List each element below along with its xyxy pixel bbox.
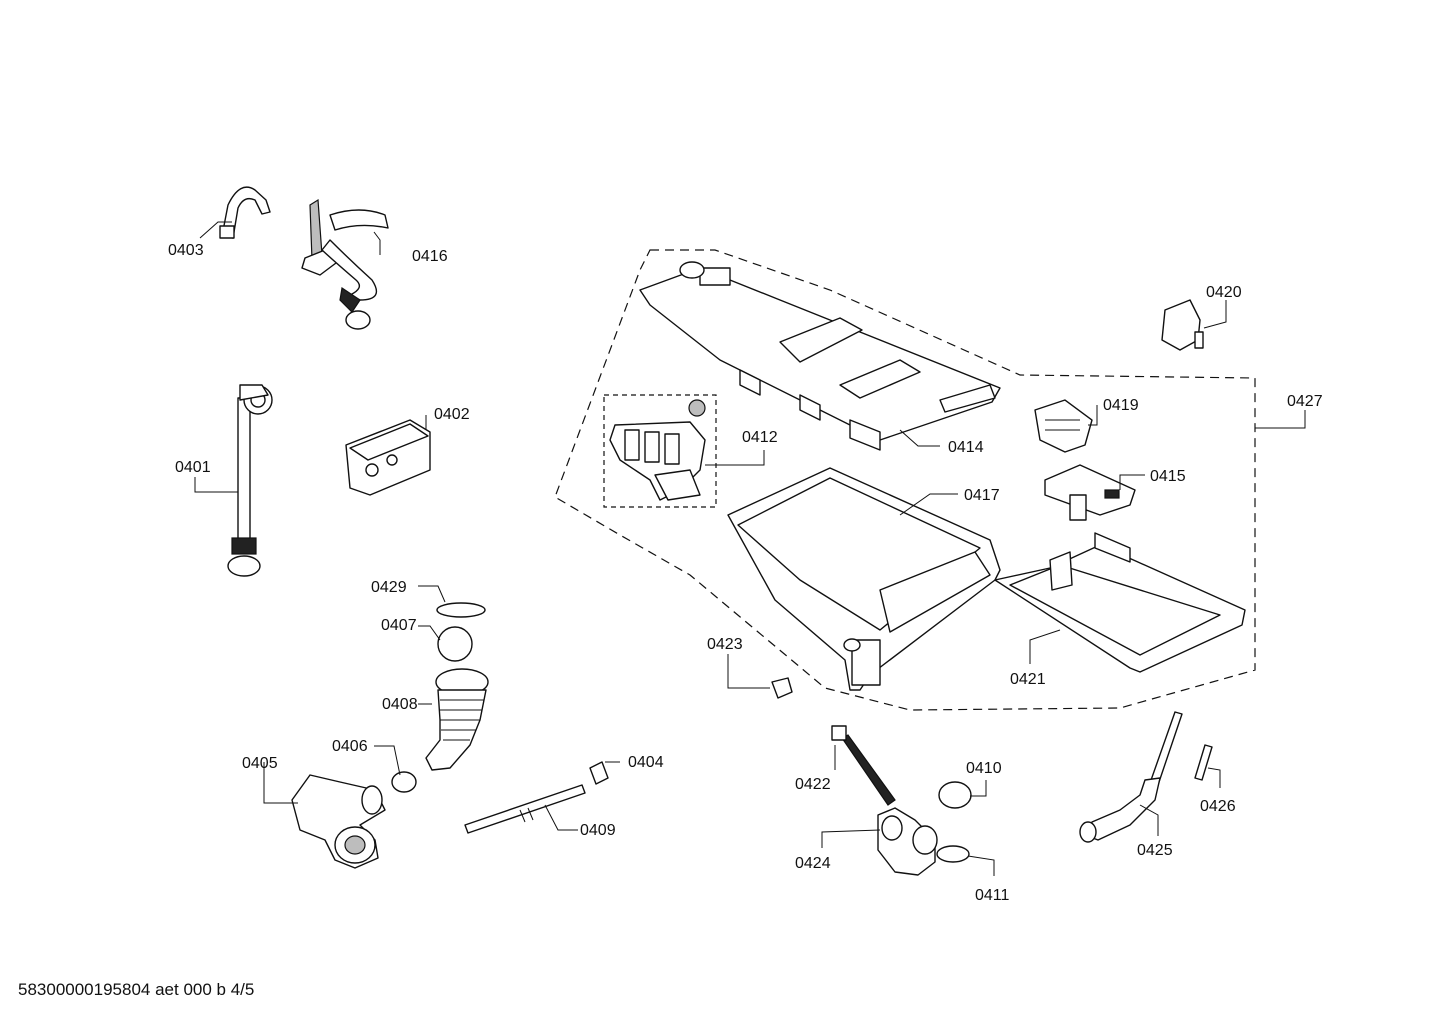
valve-group-box xyxy=(603,394,717,508)
seal-ring-0429 xyxy=(436,602,486,618)
clamp-0406 xyxy=(391,771,417,793)
pressure-switch-0420 xyxy=(1161,299,1204,351)
fitting-0423 xyxy=(771,677,793,699)
bracket-0402 xyxy=(345,419,431,496)
bellows-hose-0408 xyxy=(425,668,489,771)
leader-lines xyxy=(194,221,1306,876)
document-footer-code: 58300000195804 aet 000 b 4/5 xyxy=(18,980,255,999)
label-0423: 0423 xyxy=(707,636,743,653)
label-0422: 0422 xyxy=(795,776,831,793)
label-0420: 0420 xyxy=(1206,284,1242,301)
label-0404: 0404 xyxy=(628,754,664,771)
label-0427: 0427 xyxy=(1287,393,1323,410)
label-0405: 0405 xyxy=(242,755,278,772)
label-0424: 0424 xyxy=(795,855,831,872)
tray-0417 xyxy=(727,467,1001,691)
label-0403: 0403 xyxy=(168,242,204,259)
ring-0410 xyxy=(938,781,972,809)
tube-0409 xyxy=(464,784,586,834)
button-0415 xyxy=(1044,464,1136,521)
hose-0422 xyxy=(831,725,896,806)
cover-0419 xyxy=(1034,399,1093,453)
label-0401: 0401 xyxy=(175,459,211,476)
label-0410: 0410 xyxy=(966,760,1002,777)
label-0415: 0415 xyxy=(1150,468,1186,485)
drain-pipe-0401 xyxy=(227,384,273,577)
clamp-0411 xyxy=(936,845,970,863)
label-0414: 0414 xyxy=(948,439,984,456)
label-0409: 0409 xyxy=(580,822,616,839)
dispenser-top-0414 xyxy=(639,261,1001,451)
label-0412: 0412 xyxy=(742,429,778,446)
drain-pump-0405 xyxy=(291,774,386,869)
hose-bend-0403 xyxy=(219,186,271,239)
hose-0425 xyxy=(1079,711,1183,843)
part-labels: 0403 0416 0401 0402 0429 0407 0408 0406 … xyxy=(168,242,1323,904)
drawer-0421 xyxy=(994,532,1246,673)
rod-0426 xyxy=(1194,744,1213,781)
label-0426: 0426 xyxy=(1200,798,1236,815)
label-0419: 0419 xyxy=(1103,397,1139,414)
valve-0412 xyxy=(609,399,706,501)
inlet-hose-0416 xyxy=(301,198,389,330)
label-0425: 0425 xyxy=(1137,842,1173,859)
label-0407: 0407 xyxy=(381,617,417,634)
ball-0407 xyxy=(437,626,473,662)
label-0402: 0402 xyxy=(434,406,470,423)
label-0406: 0406 xyxy=(332,738,368,755)
sump-0424 xyxy=(877,807,938,876)
label-0408: 0408 xyxy=(382,696,418,713)
label-0411: 0411 xyxy=(975,887,1010,904)
label-0421: 0421 xyxy=(1010,671,1046,688)
label-0416: 0416 xyxy=(412,248,448,265)
label-0429: 0429 xyxy=(371,579,407,596)
label-0417: 0417 xyxy=(964,487,1000,504)
clip-0404 xyxy=(589,761,609,785)
